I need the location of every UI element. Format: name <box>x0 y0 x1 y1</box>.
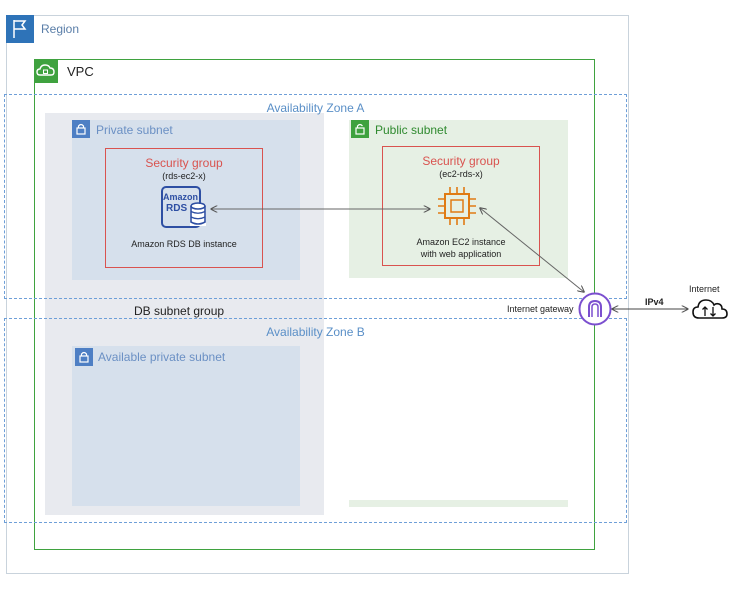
availability-zone-b-label: Availability Zone B <box>266 325 365 339</box>
region-boundary <box>6 15 629 574</box>
lock-icon <box>75 348 93 366</box>
security-group-name: (rds-ec2-x) <box>162 171 206 181</box>
internet-label: Internet <box>689 284 720 294</box>
public-subnet-b <box>349 500 568 507</box>
ec2-gateway-connection <box>480 208 584 292</box>
internet-cloud-icon <box>690 296 730 322</box>
lock-icon <box>351 120 369 138</box>
vpc-label: VPC <box>67 64 94 79</box>
ec2-chip-icon <box>436 185 478 227</box>
region-flag-icon <box>6 15 34 43</box>
db-subnet-group-label: DB subnet group <box>134 304 225 318</box>
availability-zone-a <box>4 94 627 299</box>
security-group-title: Security group <box>422 154 500 168</box>
security-group-name: (ec2-rds-x) <box>439 169 483 179</box>
security-group-title: Security group <box>145 156 223 170</box>
internet-gateway-label: Internet gateway <box>507 304 574 314</box>
region-label: Region <box>41 22 80 36</box>
lock-icon <box>72 120 90 138</box>
rds-icon-text: RDS <box>166 203 188 214</box>
available-private-subnet <box>72 346 300 506</box>
ipv4-label: IPv4 <box>645 297 664 307</box>
availability-zone-b <box>4 318 627 523</box>
private-subnet-label: Private subnet <box>96 123 173 137</box>
rds-icon-text: Amazon <box>163 192 199 202</box>
public-subnet-label: Public subnet <box>375 123 448 137</box>
internet-gateway-icon <box>578 292 612 326</box>
available-private-subnet-label: Available private subnet <box>98 350 226 364</box>
ec2-instance-label: Amazon EC2 instance <box>416 237 506 247</box>
ec2-instance-label: with web application <box>420 249 502 259</box>
vpc-cloud-icon <box>34 59 58 83</box>
rds-instance-label: Amazon RDS DB instance <box>131 239 237 249</box>
availability-zone-a-label: Availability Zone A <box>266 101 365 115</box>
rds-database-icon <box>160 184 208 232</box>
